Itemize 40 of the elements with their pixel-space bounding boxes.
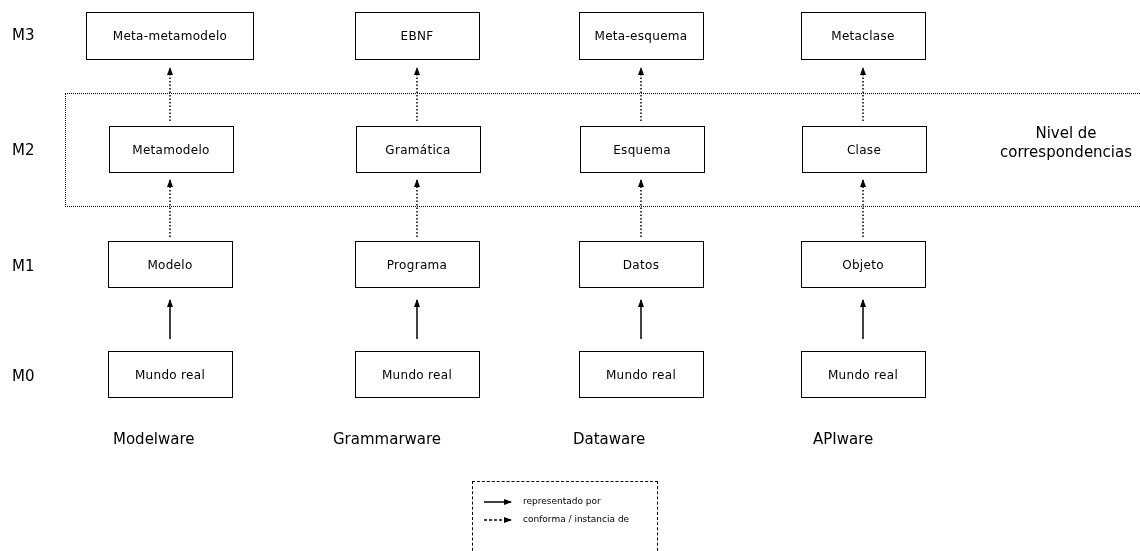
arrow: [414, 299, 420, 340]
arrow: [638, 299, 644, 340]
level-box: Metamodelo: [108, 126, 234, 173]
level-label: M1: [12, 257, 35, 275]
level-label: M3: [12, 26, 35, 44]
column-label: Grammarware: [333, 430, 442, 448]
level-label: M2: [12, 141, 35, 159]
column-label: Dataware: [573, 430, 646, 448]
legend-text: conforma / instancia de: [523, 514, 630, 524]
level-box: Mundo real: [354, 351, 480, 398]
arrow: [167, 299, 173, 340]
level-box: Modelo: [107, 241, 233, 288]
arrow: [860, 67, 866, 122]
level-box: Gramática: [355, 126, 481, 173]
level-box: EBNF: [354, 12, 480, 60]
level-box: Metaclase: [800, 12, 926, 60]
level-box: Objeto: [800, 241, 926, 288]
legend-text: representado por: [523, 496, 601, 506]
arrow: [414, 67, 420, 122]
level-box: Datos: [578, 241, 704, 288]
arrow: [638, 179, 644, 238]
column-label: APIware: [813, 430, 874, 448]
level-box: Mundo real: [107, 351, 233, 398]
arrow: [860, 299, 866, 340]
level-box: Esquema: [579, 126, 705, 173]
arrow: [167, 67, 173, 122]
level-box: Mundo real: [800, 351, 926, 398]
dotted-band: [65, 93, 1140, 207]
level-box: Programa: [354, 241, 480, 288]
arrow: [167, 179, 173, 238]
arrow: [638, 67, 644, 122]
level-box: Meta-esquema: [578, 12, 704, 60]
level-label: M0: [12, 367, 35, 385]
band-label: Nivel de correspondencias: [998, 124, 1134, 162]
arrow: [414, 179, 420, 238]
arrow: [860, 179, 866, 238]
level-box: Meta-metamodelo: [86, 12, 254, 60]
level-box: Clase: [801, 126, 927, 173]
column-label: Modelware: [113, 430, 195, 448]
level-box: Mundo real: [578, 351, 704, 398]
